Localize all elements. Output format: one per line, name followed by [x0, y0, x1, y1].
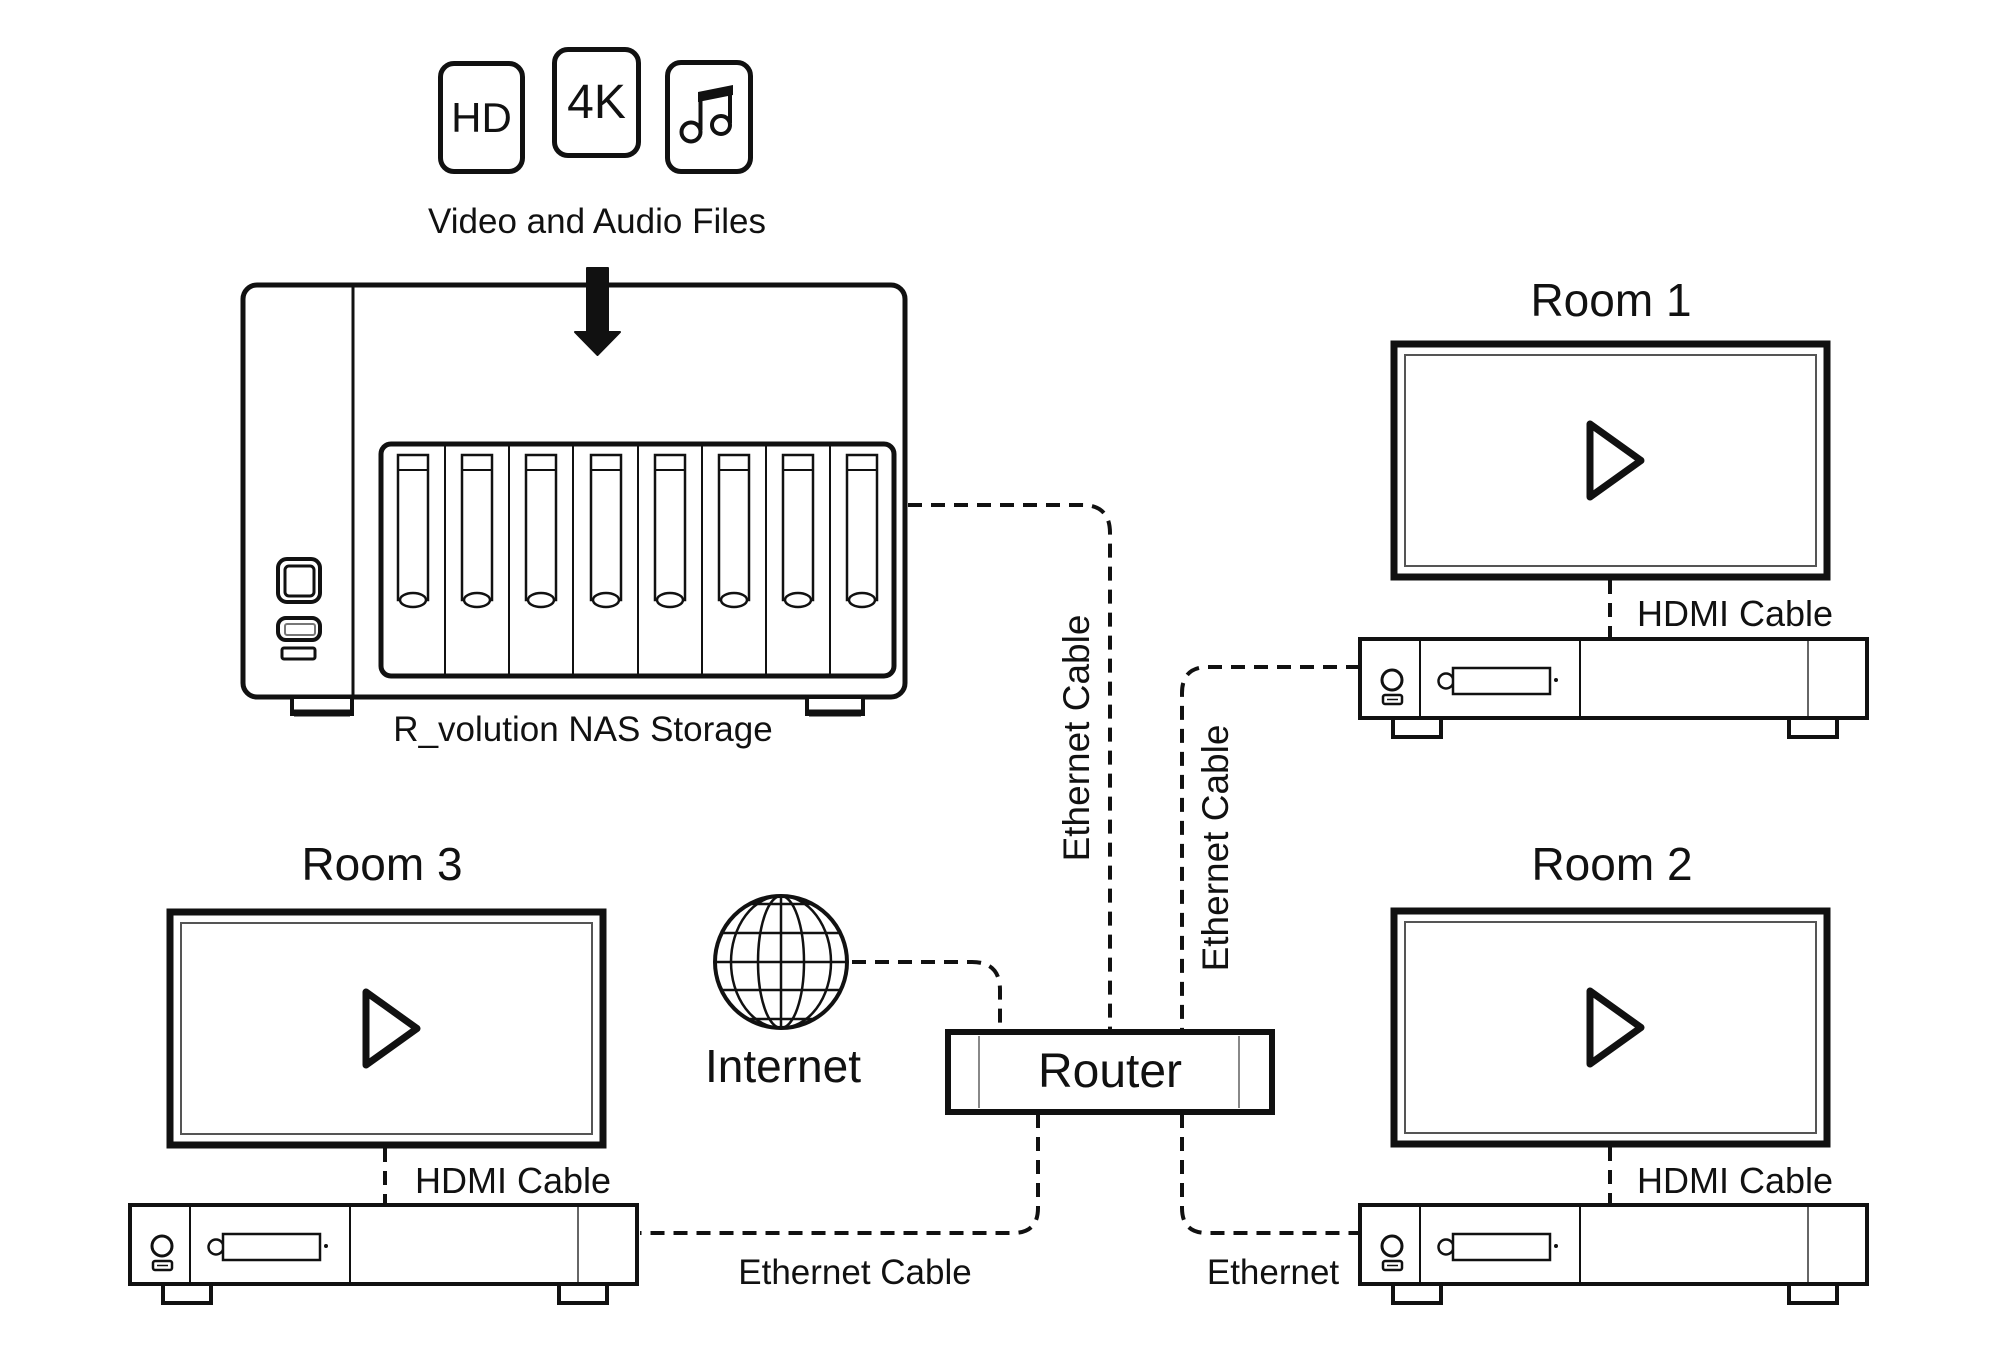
room2-title: Room 2	[1531, 838, 1693, 890]
hd-file-icon: HD	[438, 61, 525, 174]
nas-feet	[290, 695, 865, 717]
ethernet-label-nas-router: Ethernet Cable	[1056, 614, 1097, 862]
nas-usb-port	[276, 616, 322, 642]
ethernet-label-router-player3: Ethernet Cable	[738, 1253, 972, 1292]
nas-label: R_volution NAS Storage	[393, 710, 773, 749]
ethernet-cable-router-to-player2	[1180, 1114, 1360, 1235]
hd-file-icon-text: HD	[451, 93, 512, 141]
media-player-room2	[1358, 1203, 1869, 1305]
drive-tray-3	[524, 453, 558, 609]
nas-drive-bay	[378, 441, 897, 679]
ethernet-cable-player1-to-router	[1180, 665, 1360, 1030]
tv-room1	[1394, 344, 1827, 577]
4k-file-icon: 4K	[552, 47, 641, 158]
drive-tray-2	[460, 453, 494, 609]
internet-label: Internet	[705, 1040, 861, 1092]
drive-tray-5	[653, 453, 687, 609]
hdmi-label-room2: HDMI Cable	[1636, 1160, 1834, 1201]
ethernet-label-router-player2: Ethernet	[1206, 1253, 1340, 1292]
drive-tray-7	[781, 453, 815, 609]
tv-room3	[170, 912, 603, 1145]
router-box	[945, 1029, 1275, 1115]
hdmi-label-room1: HDMI Cable	[1636, 593, 1834, 634]
media-player-room1	[1358, 637, 1869, 739]
router-label: Router	[1037, 1045, 1183, 1098]
nas-device	[240, 282, 908, 717]
ethernet-cable-nas-to-router	[908, 503, 1112, 1030]
4k-file-icon-text: 4K	[567, 76, 626, 129]
drive-tray-8	[845, 453, 879, 609]
music-note-icon	[679, 85, 733, 144]
drive-tray-1	[396, 453, 430, 609]
upload-arrow-icon	[574, 267, 621, 356]
hdmi-label-room3: HDMI Cable	[414, 1160, 612, 1201]
drive-tray-4	[589, 453, 623, 609]
nas-power-button	[276, 557, 322, 604]
files-caption: Video and Audio Files	[428, 202, 766, 241]
internet-globe-icon	[713, 894, 849, 1030]
tv-room2	[1394, 911, 1827, 1144]
room1-title: Room 1	[1530, 274, 1692, 326]
drive-tray-6	[717, 453, 751, 609]
ethernet-cable-router-to-player3	[640, 1114, 1040, 1235]
media-player-room3	[128, 1203, 639, 1305]
room3-title: Room 3	[301, 838, 463, 890]
ethernet-label-player1-router: Ethernet Cable	[1195, 724, 1236, 972]
audio-file-icon	[665, 60, 753, 174]
nas-indicator	[280, 646, 317, 661]
internet-to-router-cable	[852, 960, 1002, 1030]
